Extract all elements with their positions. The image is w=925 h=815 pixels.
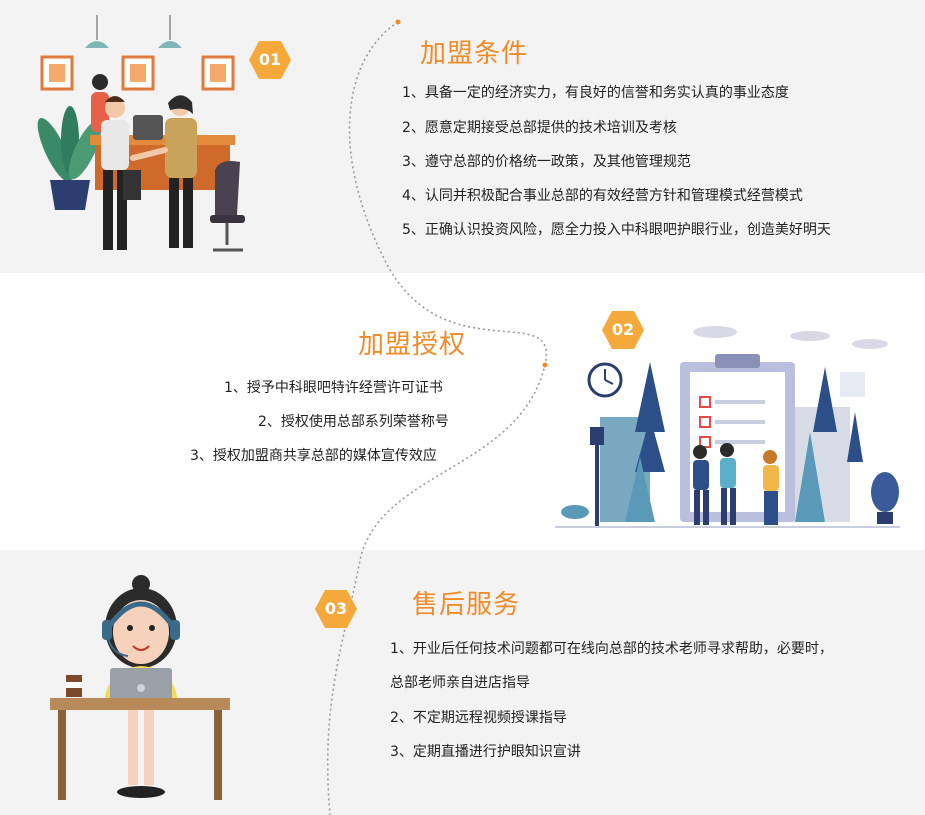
section-2-item: 3、授权加盟商共享总部的媒体宣传效应 xyxy=(190,448,437,464)
section-1-item: 1、具备一定的经济实力，有良好的信誉和务实认真的事业态度 xyxy=(402,85,789,101)
section-3-title: 售后服务 xyxy=(412,590,521,620)
section-2-number-badge: 02 xyxy=(601,310,645,350)
section-3-number-badge: 03 xyxy=(314,589,358,629)
section-1-item: 2、愿意定期接受总部提供的技术培训及考核 xyxy=(402,120,677,136)
section-3-item: 2、不定期远程视频授课指导 xyxy=(390,710,567,726)
section-2-item: 1、授予中科眼吧特许经营许可证书 xyxy=(224,380,443,396)
section-2-item: 2、授权使用总部系列荣誉称号 xyxy=(258,414,449,430)
handshake-office-illustration xyxy=(37,15,245,252)
section-1-number: 01 xyxy=(258,50,282,69)
section-3-number: 03 xyxy=(324,599,348,618)
section-3-item: 1、开业后任何技术问题都可在线向总部的技术老师寻求帮助，必要时， xyxy=(390,641,833,657)
checklist-team-illustration xyxy=(555,326,900,528)
section-2-title: 加盟授权 xyxy=(358,330,467,360)
section-1-item: 3、遵守总部的价格统一政策，及其他管理规范 xyxy=(402,154,691,170)
section-1-item: 5、正确认识投资风险，愿全力投入中科眼吧护眼行业，创造美好明天 xyxy=(402,222,831,238)
section-1-number-badge: 01 xyxy=(248,40,292,80)
section-3-item: 3、定期直播进行护眼知识宣讲 xyxy=(390,744,581,760)
customer-service-agent-illustration xyxy=(50,575,230,800)
section-1-item: 4、认同并积极配合事业总部的有效经营方针和管理模式经营模式 xyxy=(402,188,803,204)
section-2-number: 02 xyxy=(611,320,635,339)
section-1-title: 加盟条件 xyxy=(420,39,529,69)
section-3-item: 总部老师亲自进店指导 xyxy=(390,675,530,691)
